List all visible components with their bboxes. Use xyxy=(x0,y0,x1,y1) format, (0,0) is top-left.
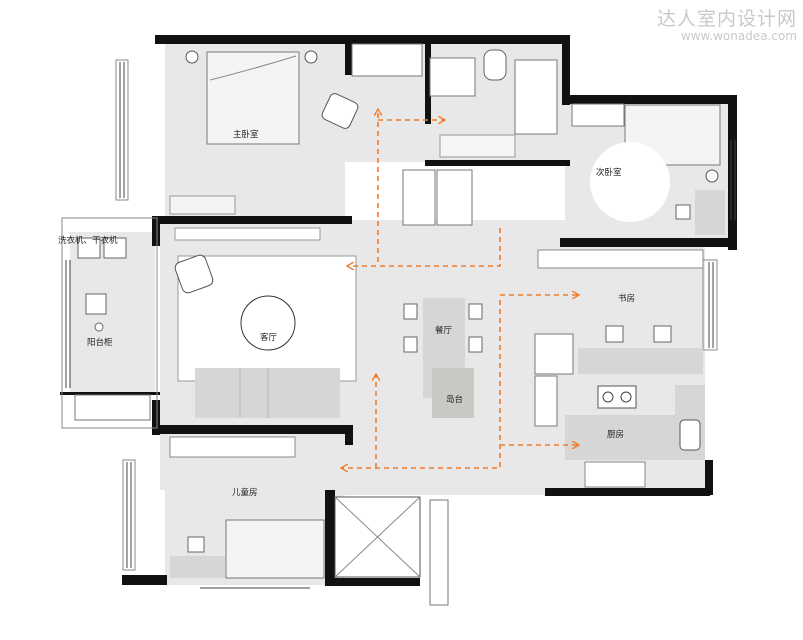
label-kitchen: 厨房 xyxy=(607,429,624,440)
label-living-room: 客厅 xyxy=(260,332,278,343)
second-rug xyxy=(590,142,670,222)
second-lamp xyxy=(705,169,719,183)
wall-left-living xyxy=(152,216,160,246)
kids-desk xyxy=(170,556,225,578)
vanity xyxy=(439,134,516,158)
corridor-floor xyxy=(345,435,545,495)
wall-top-bath xyxy=(345,35,570,44)
label-second-bedroom: 次卧室 xyxy=(596,167,622,178)
wall-kitchen-right xyxy=(705,460,713,495)
study-chair xyxy=(653,325,672,343)
wall-second-bottom xyxy=(560,238,735,247)
entry-shoe-cabinet xyxy=(429,499,449,606)
kids-bed xyxy=(225,519,325,579)
wall-top-second xyxy=(562,95,737,104)
toilet xyxy=(483,49,507,81)
master-desk xyxy=(169,195,236,215)
study-cabinet xyxy=(534,333,574,375)
kids-shelf xyxy=(169,436,296,458)
island-counter xyxy=(432,368,474,418)
wall-left-living-low xyxy=(152,400,160,435)
wall-bath-right xyxy=(562,35,570,105)
master-bed-sheet xyxy=(209,55,297,81)
watermark-name: 达人室内设计网 xyxy=(656,8,797,30)
left-window-frame xyxy=(115,59,129,201)
wall-second-right xyxy=(728,95,737,250)
washer xyxy=(77,237,101,259)
label-dining-room: 餐厅 xyxy=(435,326,453,336)
master-lamp-left xyxy=(185,50,199,64)
furniture xyxy=(74,43,725,606)
second-wardrobe xyxy=(571,103,625,127)
entry-closet-x xyxy=(334,496,421,578)
wall-bath-bottom xyxy=(425,160,570,166)
balcony-table xyxy=(85,293,107,315)
dining-chair xyxy=(468,303,483,320)
stove-burner xyxy=(602,391,614,403)
flow-arrow-to-living xyxy=(348,228,501,266)
right-window-frame xyxy=(702,259,718,351)
wall-master-right xyxy=(345,35,353,75)
coffee-table xyxy=(240,295,296,351)
master-armchair xyxy=(321,93,359,129)
balcony-outline xyxy=(61,217,158,429)
master-lamp-right xyxy=(304,50,318,64)
wall-kids-left xyxy=(122,575,167,585)
dining-chair xyxy=(403,303,418,320)
dining-chair xyxy=(403,336,418,353)
kids-window-frame xyxy=(122,459,136,571)
balcony-floor xyxy=(70,232,155,392)
stove-burner xyxy=(620,391,632,403)
tv-cabinet xyxy=(174,227,321,241)
stove xyxy=(597,385,637,409)
master-bed xyxy=(206,51,300,145)
wall-bottom-block xyxy=(325,490,335,585)
label-washer-dryer: 洗衣机、干衣机 xyxy=(58,235,118,246)
closet-left xyxy=(402,169,436,226)
label-kids-room: 儿童房 xyxy=(232,487,258,498)
wall-kitchen-bottom xyxy=(545,488,710,496)
flow-arrow-to-kids xyxy=(342,300,501,468)
balcony-cabinet-unit xyxy=(74,394,151,421)
room-labels: 主卧室 次卧室 客厅 餐厅 岛台 书房 厨房 阳台柜 儿童房 洗衣机、干衣机 xyxy=(58,129,635,498)
living-armchair xyxy=(174,254,214,294)
watermark: 达人室内设计网 www.wonadea.com xyxy=(657,4,797,43)
dining-chair xyxy=(468,336,483,353)
kitchen-counter xyxy=(565,415,675,460)
second-chair xyxy=(675,204,691,220)
study-chair xyxy=(605,325,624,343)
wall-corridor-left xyxy=(345,425,353,445)
wardrobe xyxy=(351,43,423,77)
wall-kids-bottom xyxy=(325,578,420,586)
outlines xyxy=(61,59,718,571)
label-island: 岛台 xyxy=(446,394,463,405)
study-desk xyxy=(578,348,703,374)
label-balcony-cabinet: 阳台柜 xyxy=(87,337,113,348)
label-study: 书房 xyxy=(618,293,635,304)
wall-balcony-bottom xyxy=(60,392,160,395)
walls xyxy=(60,35,737,586)
wall-bath-mid xyxy=(425,44,431,124)
second-desk xyxy=(695,190,725,235)
balcony-stool xyxy=(94,322,104,332)
closet-right xyxy=(436,169,473,226)
kitchen-lower-cabinet xyxy=(584,461,646,488)
watermark-url: www.wonadea.com xyxy=(680,29,797,43)
study-shelf xyxy=(537,249,704,269)
wall-kids-top xyxy=(152,425,352,434)
sink xyxy=(679,419,701,451)
bathtub xyxy=(514,59,558,135)
kitchen-tall-cabinet xyxy=(534,375,558,427)
windows xyxy=(65,62,736,589)
dryer xyxy=(103,237,127,259)
shower xyxy=(429,57,476,97)
kids-chair xyxy=(187,536,205,553)
wall-top-master xyxy=(155,35,355,44)
flow-arrows xyxy=(342,110,578,468)
wall-master-bottom-left xyxy=(152,216,352,224)
label-master-bedroom: 主卧室 xyxy=(233,129,259,140)
